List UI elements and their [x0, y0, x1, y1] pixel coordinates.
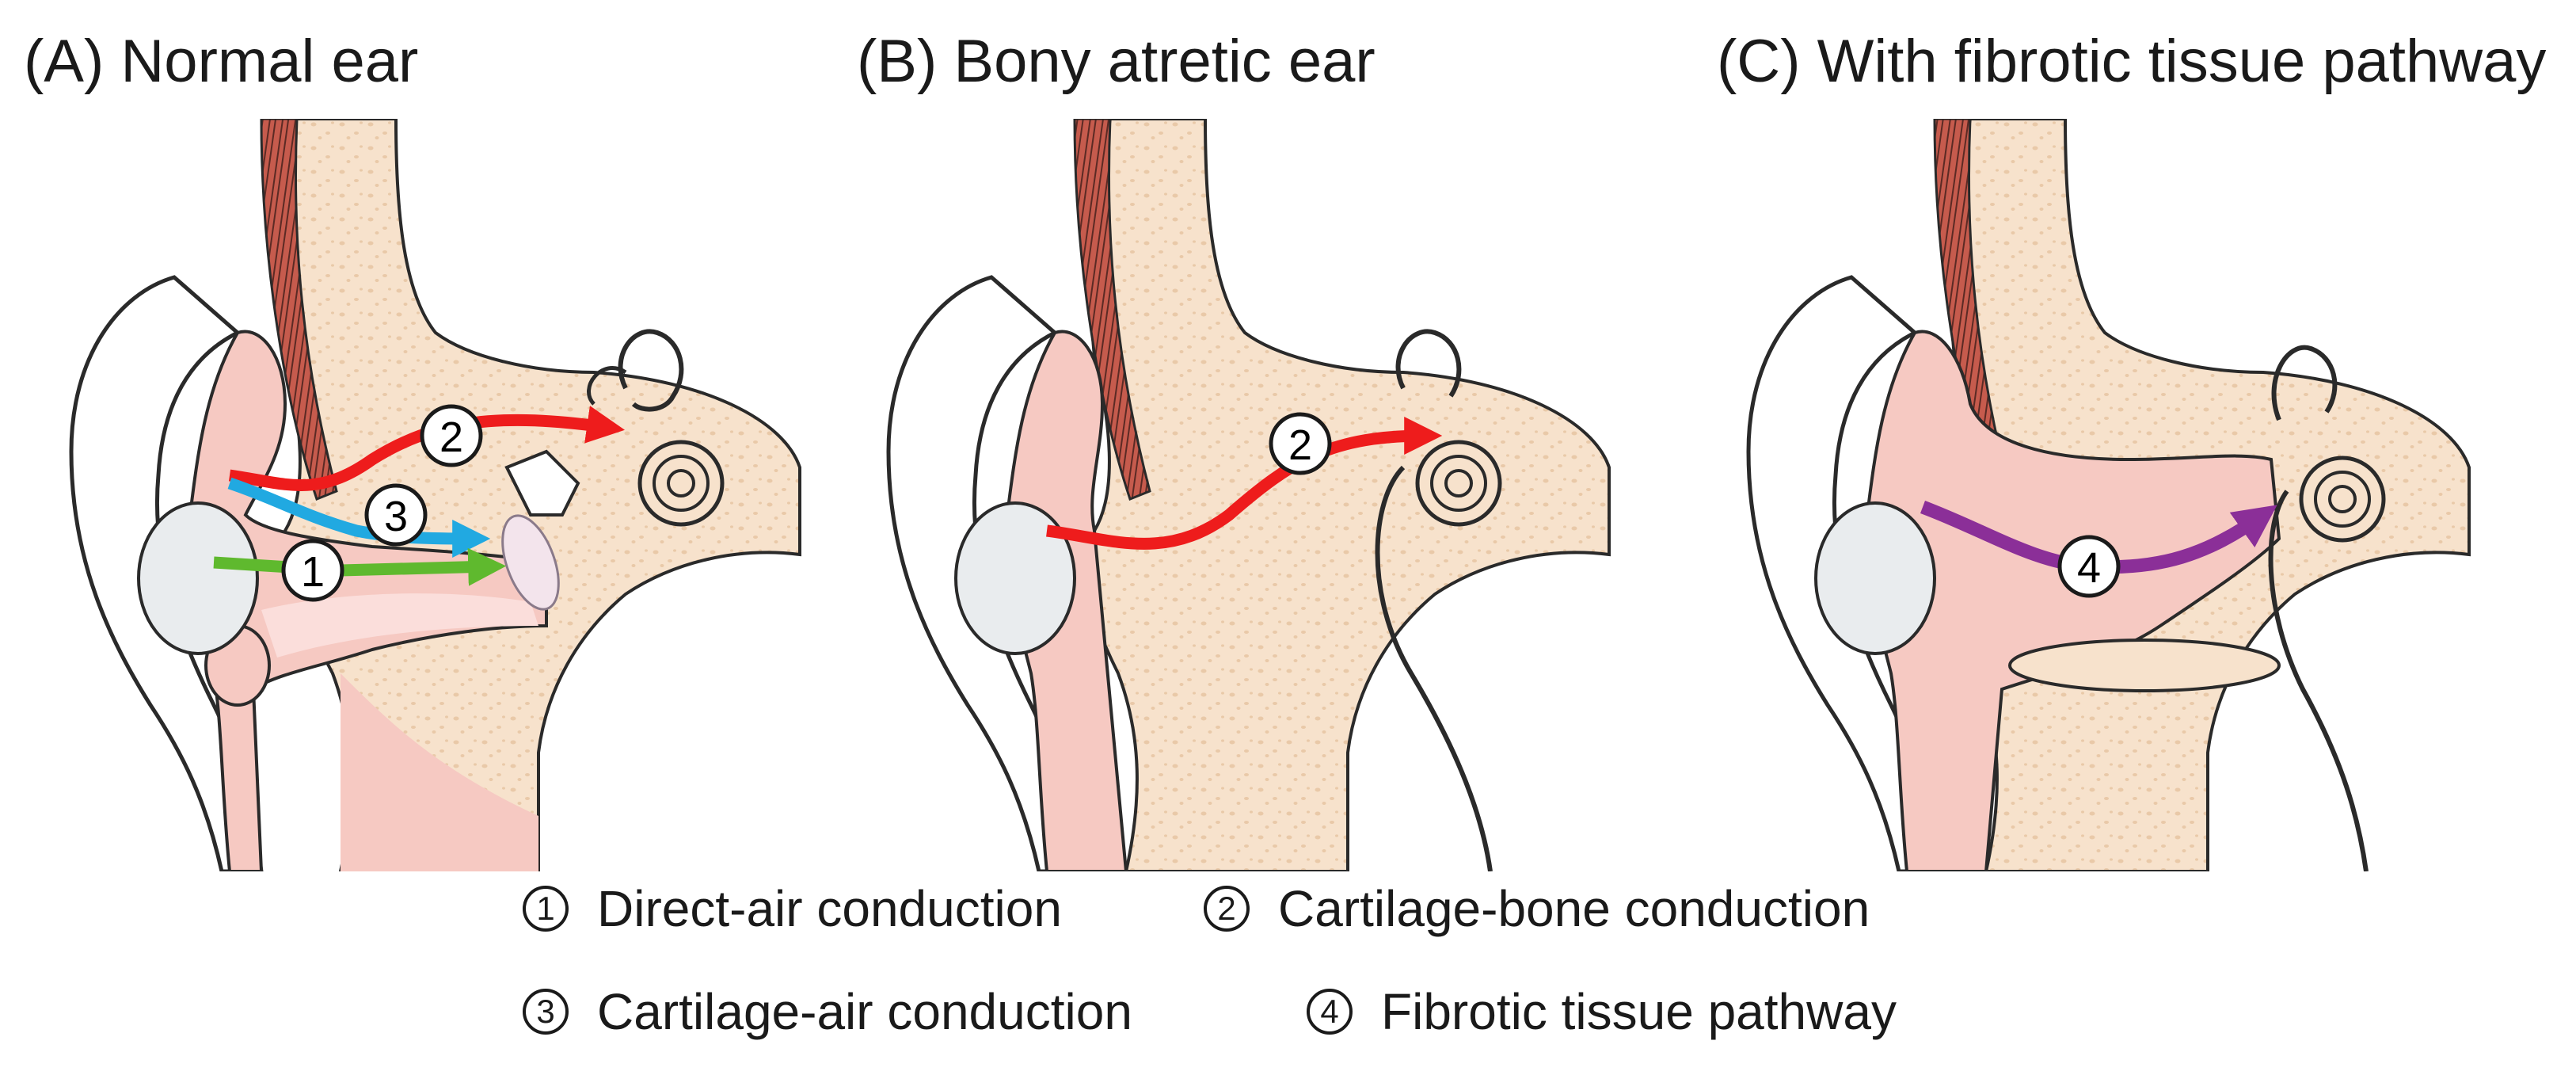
legend-number: 1 [523, 886, 569, 932]
cartilage-bone-arrow [1046, 417, 1443, 550]
inner-ear [1375, 329, 1502, 871]
legend-label: Cartilage-bone conduction [1278, 880, 1870, 937]
cartilage-bone-arrow [228, 406, 626, 491]
legend-label: Cartilage-air conduction [597, 983, 1132, 1040]
marker-4: 4 [2057, 535, 2121, 598]
svg-text:1: 1 [301, 548, 325, 596]
legend-item-fibrotic: 4 Fibrotic tissue pathway [1307, 982, 1897, 1041]
legend: 1 Direct-air conduction 2 Cartilage-bone… [523, 879, 2106, 1069]
auricle [886, 275, 1081, 871]
svg-text:2: 2 [1288, 421, 1312, 469]
svg-text:3: 3 [384, 493, 408, 540]
concha [137, 501, 259, 655]
bony-atretic-ear-diagram: 2 [886, 119, 1611, 871]
svg-text:2: 2 [439, 414, 463, 461]
panel-c-title: (C) With fibrotic tissue pathway [1717, 28, 2547, 95]
concha [1814, 501, 1936, 655]
fibrotic-tissue [1863, 330, 2281, 871]
muscle-band [260, 119, 338, 501]
normal-ear-diagram: 2 3 1 [69, 119, 801, 871]
legend-item-cartilage-bone: 2 Cartilage-bone conduction [1204, 879, 1870, 938]
marker-1: 1 [281, 539, 344, 602]
panel-b-title: (B) Bony atretic ear [857, 28, 1376, 95]
auricle [1746, 275, 1941, 871]
legend-number: 3 [523, 989, 569, 1035]
muscle-band [1073, 119, 1151, 501]
marker-3: 3 [364, 483, 428, 547]
legend-item-cartilage-air: 3 Cartilage-air conduction [523, 982, 1132, 1041]
legend-number: 4 [1307, 989, 1353, 1035]
marker-2: 2 [420, 404, 483, 467]
cartilage-air-arrow [227, 477, 491, 558]
legend-item-direct-air: 1 Direct-air conduction [523, 879, 1062, 938]
bone-structure [1068, 119, 1611, 871]
legend-label: Direct-air conduction [597, 880, 1062, 937]
auricle [69, 275, 264, 871]
eardrum [501, 449, 580, 611]
legend-label: Fibrotic tissue pathway [1381, 983, 1897, 1040]
legend-number: 2 [1204, 886, 1250, 932]
marker-2: 2 [1269, 412, 1332, 475]
inner-ear [587, 329, 725, 527]
svg-text:4: 4 [2077, 544, 2101, 592]
panel-a-title: (A) Normal ear [24, 28, 419, 95]
fibrotic-pathway-ear-diagram: 4 [1746, 119, 2471, 871]
concha [954, 501, 1076, 655]
